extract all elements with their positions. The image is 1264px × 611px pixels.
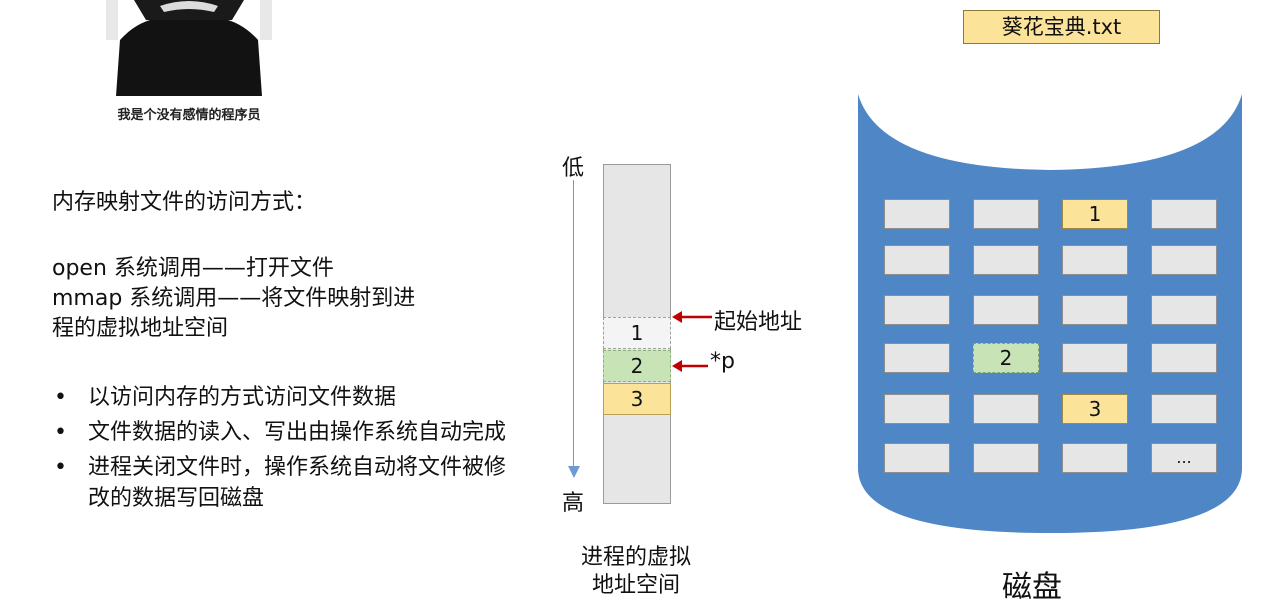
pointer-label: *p	[710, 349, 735, 374]
disk-block	[884, 295, 950, 325]
disk-block	[973, 295, 1039, 325]
list-item: 文件数据的读入、写出由操作系统自动完成	[52, 417, 518, 448]
disk-block	[884, 343, 950, 373]
disk-block	[1062, 245, 1128, 275]
list-item: 进程关闭文件时，操作系统自动将文件被修改的数据写回磁盘	[52, 452, 518, 514]
start-address-arrow-icon	[672, 311, 712, 323]
mmap-line: mmap 系统调用——将文件映射到进	[52, 286, 416, 311]
disk-block-2: 2	[973, 343, 1039, 373]
virtual-block-2: 2	[603, 350, 671, 382]
meme-image	[106, 0, 272, 96]
file-name-tag: 葵花宝典.txt	[963, 10, 1160, 44]
disk-block	[973, 394, 1039, 424]
disk-block	[1151, 199, 1217, 229]
disk-label: 磁盘	[1002, 570, 1062, 605]
section-heading: 内存映射文件的访问方式：	[52, 190, 317, 215]
disk-block	[973, 245, 1039, 275]
disk-block	[1062, 343, 1128, 373]
meme-caption: 我是个没有感情的程序员	[117, 108, 261, 123]
disk-cylinder-icon	[858, 94, 1242, 533]
disk-block-more: ...	[1151, 443, 1217, 473]
axis-arrow-icon	[568, 466, 580, 478]
disk-block-3: 3	[1062, 394, 1128, 424]
disk-block	[973, 199, 1039, 229]
virtual-block-1: 1	[603, 317, 671, 349]
virtual-space-title-line-2: 地址空间	[591, 573, 680, 598]
start-address-label: 起始地址	[714, 310, 803, 335]
list-item: 以访问内存的方式访问文件数据	[52, 382, 522, 413]
open-line: open 系统调用——打开文件	[52, 256, 334, 281]
virtual-space-title: 进程的虚拟 地址空间	[552, 544, 720, 600]
syscall-lines: open 系统调用——打开文件 mmap 系统调用——将文件映射到进 程的虚拟地…	[52, 254, 415, 344]
disk-block	[1151, 343, 1217, 373]
disk-block	[884, 443, 950, 473]
disk-block	[973, 443, 1039, 473]
disk-block	[884, 199, 950, 229]
axis-high-label: 高	[562, 491, 585, 516]
axis-low-label: 低	[562, 156, 585, 181]
disk-block-1: 1	[1062, 199, 1128, 229]
pointer-arrows	[672, 311, 712, 372]
disk-block	[1151, 295, 1217, 325]
virtual-block-3: 3	[603, 383, 671, 415]
meme-panel: 我是个没有感情的程序员	[96, 0, 282, 130]
mmap-line-cont: 程的虚拟地址空间	[52, 316, 229, 341]
disk-block	[1151, 394, 1217, 424]
disk-block	[1151, 245, 1217, 275]
disk-block	[1062, 295, 1128, 325]
feature-list: 以访问内存的方式访问文件数据 文件数据的读入、写出由操作系统自动完成 进程关闭文…	[52, 382, 522, 518]
disk-block	[884, 394, 950, 424]
address-axis-line	[573, 180, 574, 470]
virtual-space-title-line-1: 进程的虚拟	[580, 545, 691, 570]
disk-block	[1062, 443, 1128, 473]
pointer-arrow-icon	[672, 360, 708, 372]
disk-block	[884, 245, 950, 275]
